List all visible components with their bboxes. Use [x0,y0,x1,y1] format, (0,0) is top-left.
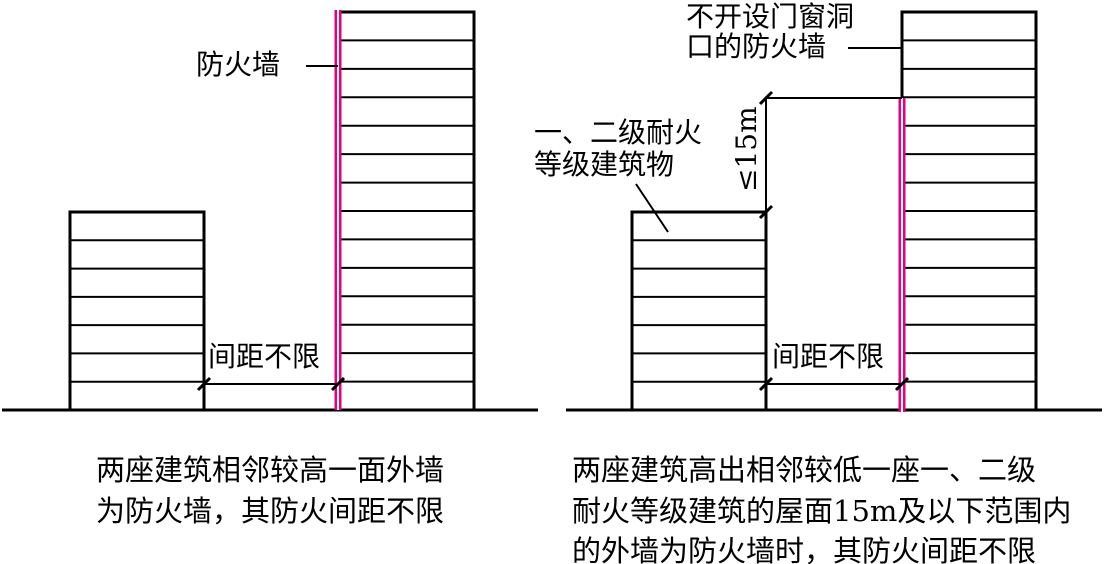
right-firewall-label-line-2: 口的防火墙 [686,30,826,63]
left-low-building-outline [68,210,206,412]
left-low-building-floors [70,239,204,383]
left-caption-line-1: 两座建筑相邻较高一面外墙 [96,453,444,487]
right-spacing-tick-a [758,376,774,392]
left-spacing-tick-b [330,376,346,392]
right-height-tick-top [758,90,774,106]
left-tall-building [334,10,476,412]
left-spacing-label: 间距不限 [208,340,320,373]
left-diagram: 防火墙 间距不限 两座建筑相邻较高一面外墙 为防火墙，其防火间距不限 [2,10,538,528]
left-spacing-dimension [196,376,346,392]
right-building-label-line-1: 一、二级耐火 [534,116,702,149]
right-tall-building [898,10,1038,412]
left-tall-building-floors [336,39,474,383]
left-spacing-tick-a [196,376,212,392]
left-firewall-label: 防火墙 [196,48,280,81]
right-height-tick-bottom [758,204,774,220]
right-building-leader [635,183,669,233]
right-low-building-outline [630,210,768,412]
left-caption-line-2: 为防火墙，其防火间距不限 [96,494,444,528]
right-firewall-label-line-1: 不开设门窗洞 [686,0,854,33]
right-spacing-dimension [758,376,910,392]
right-building-label-line-2: 等级建筑物 [534,148,674,181]
right-low-building [630,210,768,412]
right-caption-line-2: 耐火等级建筑的屋面15m及以下范围内 [572,494,1071,528]
right-spacing-tick-b [894,376,910,392]
right-spacing-label: 间距不限 [772,340,884,373]
right-low-building-floors [632,239,766,383]
right-height-dimension [758,90,902,220]
right-caption-line-1: 两座建筑高出相邻较低一座一、二级 [572,453,1036,487]
right-tall-building-floors [902,39,1036,383]
right-caption-line-3: 的外墙为防火墙时，其防火间距不限 [572,534,1036,564]
right-diagram: ≤15m 不开设门窗洞 口的防火墙 一、二级耐火 等级建筑物 间距不限 两座建筑… [534,0,1102,564]
left-low-building [68,210,206,412]
right-height-label: ≤15m [730,106,763,192]
